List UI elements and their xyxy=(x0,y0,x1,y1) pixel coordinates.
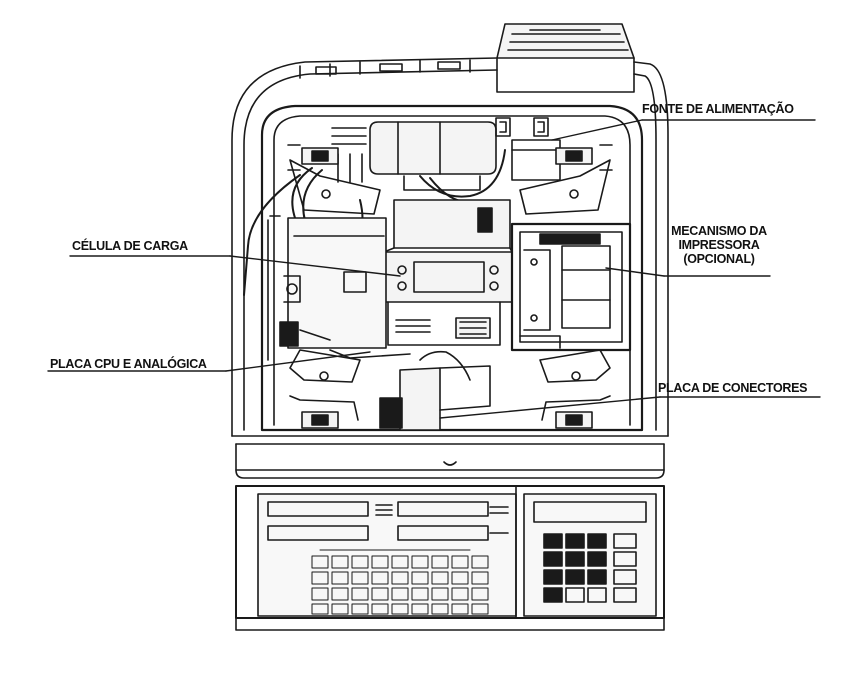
label-cpu-board: PLACA CPU E ANALÓGICA xyxy=(50,357,207,371)
base-bottom xyxy=(235,617,665,631)
housing-inner-opening xyxy=(260,104,644,432)
label-printer-line-3: (OPCIONAL) xyxy=(683,252,755,266)
label-power-supply: FONTE DE ALIMENTAÇÃO xyxy=(642,102,794,116)
label-printer-line-1: MECANISMO DA xyxy=(671,224,767,238)
label-connector-board: PLACA DE CONECTORES xyxy=(658,381,808,395)
printer-mechanism xyxy=(510,222,632,352)
ribbon-cable xyxy=(387,301,501,346)
right-top-hinge xyxy=(519,144,613,215)
cpu-analog-board xyxy=(279,217,411,359)
leader-lines xyxy=(47,119,821,419)
housing-base xyxy=(231,435,669,487)
housing-outer xyxy=(231,57,669,437)
connector-board xyxy=(379,350,491,431)
keypad-keys xyxy=(311,555,489,615)
left-bottom-hinge xyxy=(289,349,361,429)
numeric-keypad xyxy=(543,533,637,603)
label-printer-line-2: IMPRESSORA xyxy=(678,238,760,252)
label-load-cell: CÉLULA DE CARGA xyxy=(72,239,188,253)
left-top-hinge xyxy=(287,144,381,215)
top-display-tower xyxy=(496,23,635,93)
power-supply-board xyxy=(331,117,561,191)
load-cell-assembly xyxy=(383,199,513,303)
label-printer-mechanism: MECANISMO DA IMPRESSORA (OPCIONAL) xyxy=(664,224,774,266)
right-bottom-hinge xyxy=(539,349,611,429)
